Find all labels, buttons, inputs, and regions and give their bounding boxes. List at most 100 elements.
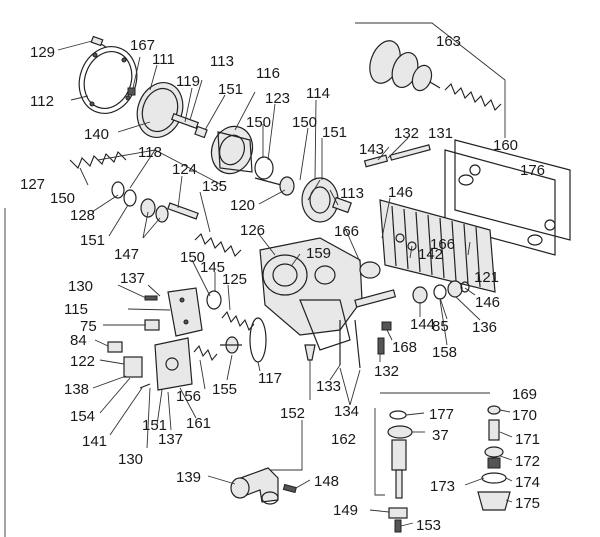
part-bolt-152 (304, 344, 316, 361)
callout-138: 138 (64, 381, 89, 398)
callout-149: 149 (333, 502, 358, 519)
part-oring-145 (206, 290, 222, 310)
part-bracket-115 (167, 287, 203, 337)
callout-159: 159 (306, 245, 331, 262)
callout-116: 116 (256, 65, 280, 82)
callout-153: 153 (416, 517, 441, 534)
callout-84: 84 (70, 332, 87, 349)
callout-146: 146 (388, 184, 413, 201)
part-rings-147 (111, 181, 169, 223)
callout-136: 136 (472, 319, 497, 336)
part-pin-148 (282, 483, 297, 494)
callout-174: 174 (515, 474, 540, 491)
callout-134: 134 (334, 403, 359, 420)
callout-124: 124 (172, 161, 197, 178)
callout-151: 151 (322, 124, 347, 141)
callout-141: 141 (82, 433, 107, 450)
callout-135: 135 (202, 178, 227, 195)
callout-147: 147 (114, 246, 139, 263)
part-plug-167 (127, 87, 136, 96)
callout-144: 144 (410, 316, 435, 333)
callout-118: 118 (138, 144, 162, 161)
part-pin-124 (167, 202, 199, 220)
callout-155: 155 (212, 381, 237, 398)
callout-139: 139 (176, 469, 201, 486)
callout-132: 132 (374, 363, 399, 380)
callout-123: 123 (265, 90, 290, 107)
callout-132: 132 (394, 125, 419, 142)
callout-167: 167 (130, 37, 155, 54)
callout-142: 142 (418, 246, 443, 263)
part-cylinder-114 (301, 177, 352, 223)
part-oring-150a (254, 156, 274, 180)
callout-152: 152 (280, 405, 305, 422)
callout-137: 137 (120, 270, 145, 287)
part-screw-141 (139, 383, 151, 389)
callout-127: 127 (20, 176, 45, 193)
callout-160: 160 (493, 137, 518, 154)
callout-125: 125 (222, 271, 247, 288)
part-block-75 (144, 319, 160, 331)
callout-151: 151 (142, 417, 167, 434)
part-screw-130a (144, 295, 158, 301)
callout-130: 130 (68, 278, 93, 295)
part-block-84 (107, 341, 123, 353)
part-disk-155 (220, 336, 242, 354)
part-spring-135 (194, 233, 242, 257)
callout-169: 169 (512, 386, 537, 403)
callout-171: 171 (515, 431, 540, 448)
part-block-138 (123, 356, 143, 378)
callout-166: 166 (430, 236, 455, 253)
callout-143: 143 (359, 141, 384, 158)
part-nut-168 (381, 321, 392, 331)
callout-113: 113 (340, 185, 364, 202)
callout-128: 128 (70, 207, 95, 224)
callout-176: 176 (520, 162, 545, 179)
callout-112: 112 (30, 93, 54, 110)
callout-166: 166 (334, 223, 359, 240)
callout-120: 120 (230, 197, 255, 214)
callout-111: 111 (152, 51, 175, 68)
part-screw-132b (377, 337, 385, 355)
part-gasket-176 (444, 149, 556, 256)
callout-154: 154 (70, 408, 95, 425)
callout-173: 173 (430, 478, 455, 495)
part-valve-body-126 (259, 237, 381, 351)
part-spring-156 (193, 344, 218, 362)
part-cartridge-163 (369, 40, 441, 92)
callout-37: 37 (432, 427, 449, 444)
callout-145: 145 (200, 259, 225, 276)
part-flange-161 (154, 337, 193, 391)
callout-162: 162 (331, 431, 356, 448)
callout-115: 115 (64, 301, 88, 318)
part-stack-162 (387, 410, 413, 533)
callout-175: 175 (515, 495, 540, 512)
callout-151: 151 (218, 81, 243, 98)
part-elbow-139 (230, 467, 279, 505)
callout-130: 130 (118, 451, 143, 468)
callout-140: 140 (84, 126, 109, 143)
callout-146: 146 (475, 294, 500, 311)
callout-113: 113 (210, 53, 234, 70)
callout-148: 148 (314, 473, 339, 490)
part-fittings-142 (354, 280, 470, 308)
leader-lines (4, 22, 513, 537)
callout-126: 126 (240, 222, 265, 239)
callout-133: 133 (316, 378, 341, 395)
callout-177: 177 (429, 406, 454, 423)
callout-163: 163 (436, 33, 461, 50)
callout-114: 114 (306, 85, 330, 102)
callout-75: 75 (80, 318, 97, 335)
callout-161: 161 (186, 415, 211, 432)
callout-168: 168 (392, 339, 417, 356)
part-disk-120 (254, 176, 295, 196)
part-ring-117 (249, 317, 267, 363)
callout-labels: 129 167 111 113 116 112 119 151 123 114 … (20, 33, 545, 534)
part-heat-exchanger-121 (379, 199, 496, 293)
callout-131: 131 (428, 125, 453, 142)
part-pipes-133 (339, 319, 361, 369)
callout-150: 150 (246, 114, 271, 131)
callout-156: 156 (176, 388, 201, 405)
callout-119: 119 (176, 73, 200, 90)
